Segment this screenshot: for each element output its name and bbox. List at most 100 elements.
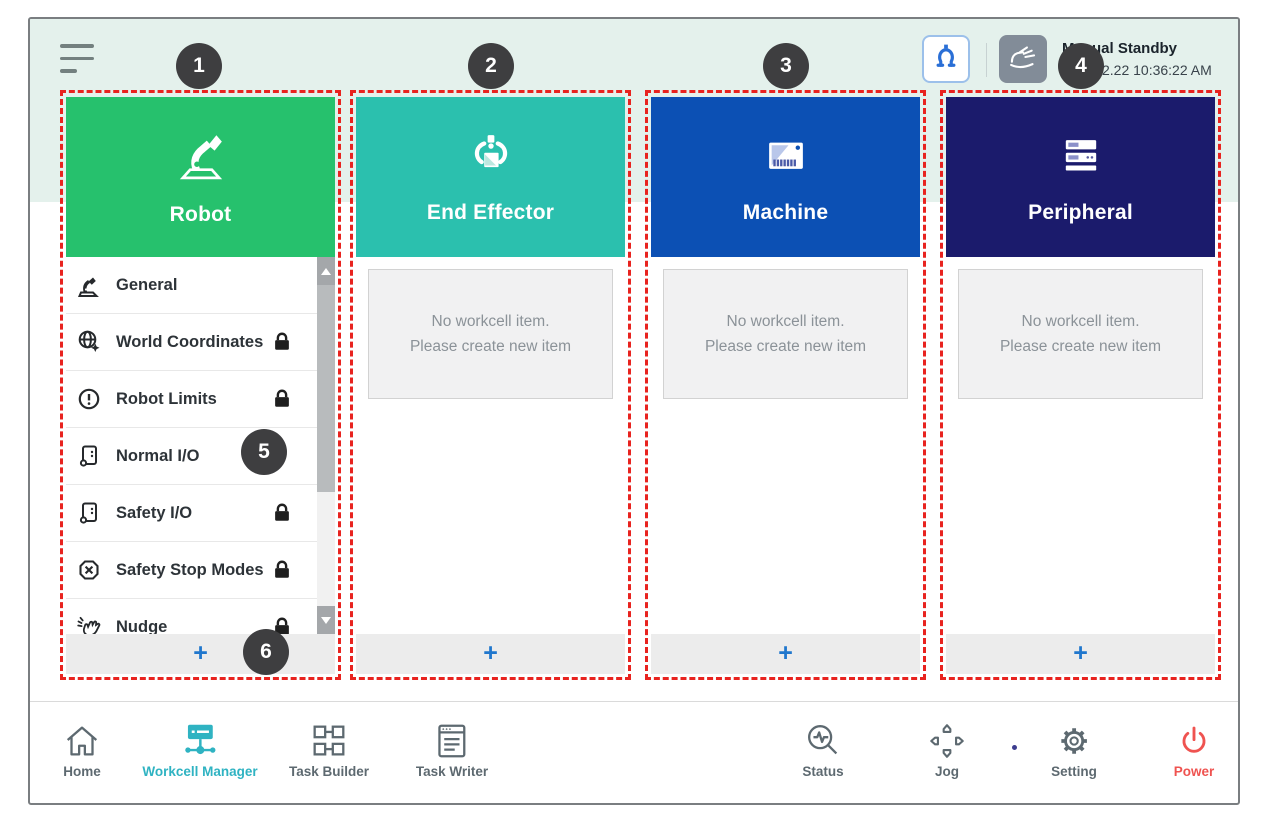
callout-badge-6: 6	[243, 629, 289, 675]
end-effector-add-item-button[interactable]: +	[356, 634, 625, 674]
empty-state: No workcell item. Please create new item	[663, 269, 908, 399]
nav-separator	[30, 701, 1238, 702]
empty-state: No workcell item. Please create new item	[368, 269, 613, 399]
column-title: Machine	[742, 200, 829, 224]
nav-label: Status	[802, 764, 844, 779]
io-icon	[76, 500, 102, 526]
robot-column-header[interactable]: Robot	[66, 97, 335, 257]
robot-item-normal-io[interactable]: Normal I/O	[66, 428, 335, 485]
nav-workcell-manager[interactable]: Workcell Manager	[142, 719, 258, 779]
callout-badge-3: 3	[763, 43, 809, 89]
nav-task-writer[interactable]: Task Writer	[416, 719, 488, 779]
scrollbar-thumb[interactable]	[317, 285, 335, 492]
scroll-up-icon[interactable]	[317, 257, 335, 285]
robot-item-robot-limits[interactable]: Robot Limits	[66, 371, 335, 428]
lock-icon	[271, 388, 293, 410]
empty-state-line2: Please create new item	[704, 337, 867, 355]
manual-mode-button[interactable]	[999, 35, 1047, 83]
empty-state-line2: Please create new item	[409, 337, 572, 355]
nudge-icon	[76, 614, 102, 634]
robot-item-general[interactable]: General	[66, 257, 335, 314]
top-separator	[986, 43, 987, 77]
task-writer-icon	[430, 719, 474, 763]
machine-column-header[interactable]: Machine	[651, 97, 920, 257]
workcell-manager-icon	[178, 719, 222, 763]
robot-item-nudge[interactable]: Nudge	[66, 599, 335, 634]
robot-item-safety-stop-modes[interactable]: Safety Stop Modes	[66, 542, 335, 599]
nav-label: Home	[63, 764, 101, 779]
nav-label: Jog	[934, 764, 959, 779]
status-icon	[801, 719, 845, 763]
nav-label: Task Builder	[288, 764, 370, 779]
robot-item-list: General World Coordinates	[66, 257, 335, 634]
nav-jog[interactable]: Jog	[925, 719, 969, 779]
lock-icon	[271, 331, 293, 353]
empty-state-line1: No workcell item.	[431, 312, 550, 330]
setting-icon	[1052, 719, 1096, 763]
home-icon	[60, 719, 104, 763]
nav-dot	[1012, 745, 1017, 750]
callout-badge-1: 1	[176, 43, 222, 89]
machine-add-item-button[interactable]: +	[651, 634, 920, 674]
status-datetime: 2.22 10:36:22 AM	[1102, 62, 1212, 78]
plus-icon: +	[1073, 638, 1088, 667]
robot-item-label: General	[116, 275, 178, 294]
power-icon	[1172, 719, 1216, 763]
nav-label: Power	[1173, 764, 1215, 779]
workcell-column-peripheral: Peripheral No workcell item. Please crea…	[946, 97, 1215, 674]
hand-gesture-icon	[1004, 38, 1042, 81]
empty-state-line1: No workcell item.	[726, 312, 845, 330]
io-icon	[76, 443, 102, 469]
workcell-column-end-effector: End Effector No workcell item. Please cr…	[356, 97, 625, 674]
end-effector-column-header[interactable]: End Effector	[356, 97, 625, 257]
machine-icon	[759, 130, 813, 189]
scroll-down-icon[interactable]	[317, 606, 335, 634]
robot-item-safety-io[interactable]: Safety I/O	[66, 485, 335, 542]
robot-gripper-icon	[928, 39, 964, 80]
column-title: End Effector	[426, 200, 555, 224]
robot-list-scrollbar[interactable]	[317, 257, 335, 634]
robot-limits-icon	[76, 386, 102, 412]
safety-stop-icon	[76, 557, 102, 583]
robot-general-icon	[76, 272, 102, 298]
robot-item-label: Normal I/O	[116, 446, 200, 465]
robot-item-label: Nudge	[116, 617, 168, 635]
callout-badge-4: 4	[1058, 43, 1104, 89]
callout-badge-2: 2	[468, 43, 514, 89]
robot-mode-button[interactable]	[922, 35, 970, 83]
plus-icon: +	[193, 638, 208, 667]
peripheral-column-header[interactable]: Peripheral	[946, 97, 1215, 257]
robot-add-item-button[interactable]: +	[66, 634, 335, 674]
nav-label: Setting	[1051, 764, 1097, 779]
plus-icon: +	[778, 638, 793, 667]
lock-icon	[271, 559, 293, 581]
callout-badge-5: 5	[241, 429, 287, 475]
nav-home[interactable]: Home	[60, 719, 104, 779]
peripheral-icon	[1054, 130, 1108, 189]
robot-item-label: World Coordinates	[116, 332, 264, 351]
hamburger-menu-icon[interactable]	[60, 44, 94, 74]
robot-item-label: Robot Limits	[116, 389, 217, 408]
nav-setting[interactable]: Setting	[1051, 719, 1097, 779]
world-coordinates-icon	[76, 329, 102, 355]
gripper-icon	[464, 130, 518, 189]
empty-state: No workcell item. Please create new item	[958, 269, 1203, 399]
nav-power[interactable]: Power	[1172, 719, 1216, 779]
jog-icon	[925, 719, 969, 763]
workcell-column-robot: Robot General	[66, 97, 335, 674]
nav-label: Workcell Manager	[142, 764, 258, 779]
empty-state-line2: Please create new item	[999, 337, 1162, 355]
robot-item-label: Safety Stop Modes	[116, 560, 264, 579]
robot-item-label: Safety I/O	[116, 503, 193, 522]
task-builder-icon	[307, 719, 351, 763]
nav-task-builder[interactable]: Task Builder	[289, 719, 369, 779]
nav-status[interactable]: Status	[801, 719, 845, 779]
workcell-column-machine: Machine No workcell item. Please create …	[651, 97, 920, 674]
nav-label: Task Writer	[415, 764, 489, 779]
peripheral-add-item-button[interactable]: +	[946, 634, 1215, 674]
app-window: Manual Standby 2.22 10:36:22 AM Robot	[28, 17, 1240, 805]
column-title: Peripheral	[1028, 200, 1133, 224]
plus-icon: +	[483, 638, 498, 667]
robot-item-world-coordinates[interactable]: World Coordinates	[66, 314, 335, 371]
